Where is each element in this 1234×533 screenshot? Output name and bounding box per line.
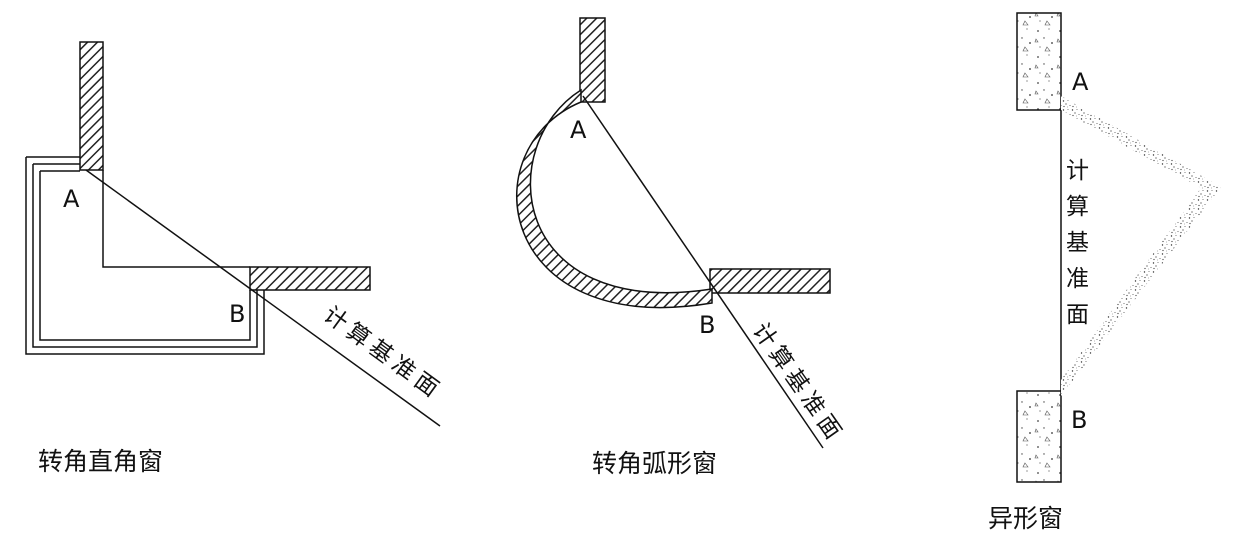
reference-char: 面 [1066,302,1089,328]
diagram-caption: 转角弧形窗 [592,449,717,478]
reference-char: 算 [1066,194,1089,220]
reference-char: 基 [1066,230,1089,256]
window-frame-inner [39,170,251,341]
corner-right-angle-window: A B 计 算 基 准 面 转角直角窗 [25,41,443,476]
upper-concrete-wall [1016,12,1062,111]
diagram-caption: 转角直角窗 [38,447,163,476]
stippled-window-outline [1061,96,1221,396]
calculation-reference-line [85,169,441,427]
calculation-reference-line [582,95,824,449]
reference-plane-label: 计 算 基 准 面 [747,319,846,444]
irregular-window: A B 计 算 基 准 面 异形窗 [988,12,1221,533]
reference-char: 计 [1066,158,1089,184]
reference-char: 准 [1066,266,1089,292]
horizontal-wall-hatch [249,266,371,291]
arc-window-band [515,88,713,309]
point-a-label: A [63,185,80,213]
point-a-label: A [1072,68,1089,96]
window-frame-middle [32,163,258,348]
point-b-label: B [229,300,245,328]
point-b-label: B [699,311,715,339]
inner-corner-line [102,170,250,268]
vertical-wall-hatch [579,17,606,103]
corner-arc-window: A B 计 算 基 准 面 转角弧形窗 [515,17,846,478]
point-b-label: B [1071,406,1087,434]
window-frame-outer [25,156,265,355]
horizontal-wall-hatch [709,268,831,294]
vertical-wall-hatch [79,41,104,171]
lower-concrete-wall [1016,390,1062,483]
diagram-caption: 异形窗 [988,504,1063,533]
point-a-label: A [570,116,587,144]
reference-plane-label: 计 算 基 准 面 [1066,158,1089,328]
